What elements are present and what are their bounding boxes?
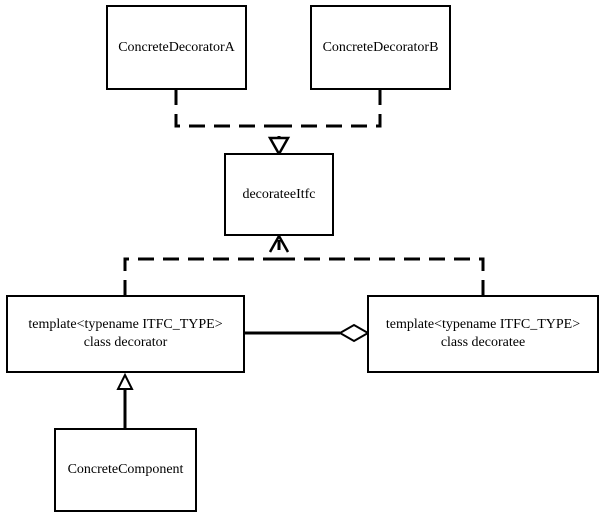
class-box-decorator bbox=[6, 295, 245, 373]
aggregation-diamond bbox=[337, 323, 371, 343]
edge-decoratee-to-itfc bbox=[279, 257, 485, 296]
class-box-concrete-decorator-b bbox=[310, 5, 451, 90]
edge-concrete-decorator-a-to-itfc bbox=[174, 89, 281, 138]
generalization-arrowhead bbox=[116, 372, 134, 390]
class-box-decoratee bbox=[367, 295, 599, 373]
edge-decorator-to-itfc bbox=[123, 240, 281, 296]
edge-realization-templates bbox=[123, 240, 485, 296]
class-box-decoratee-itfc bbox=[224, 153, 334, 236]
edge-concrete-decorator-b-to-itfc bbox=[279, 89, 382, 128]
edge-realization-decorators-top bbox=[174, 89, 382, 138]
realization-arrowhead-top bbox=[267, 136, 291, 157]
class-box-concrete-decorator-a bbox=[106, 5, 247, 90]
class-box-concrete-component bbox=[54, 428, 197, 512]
